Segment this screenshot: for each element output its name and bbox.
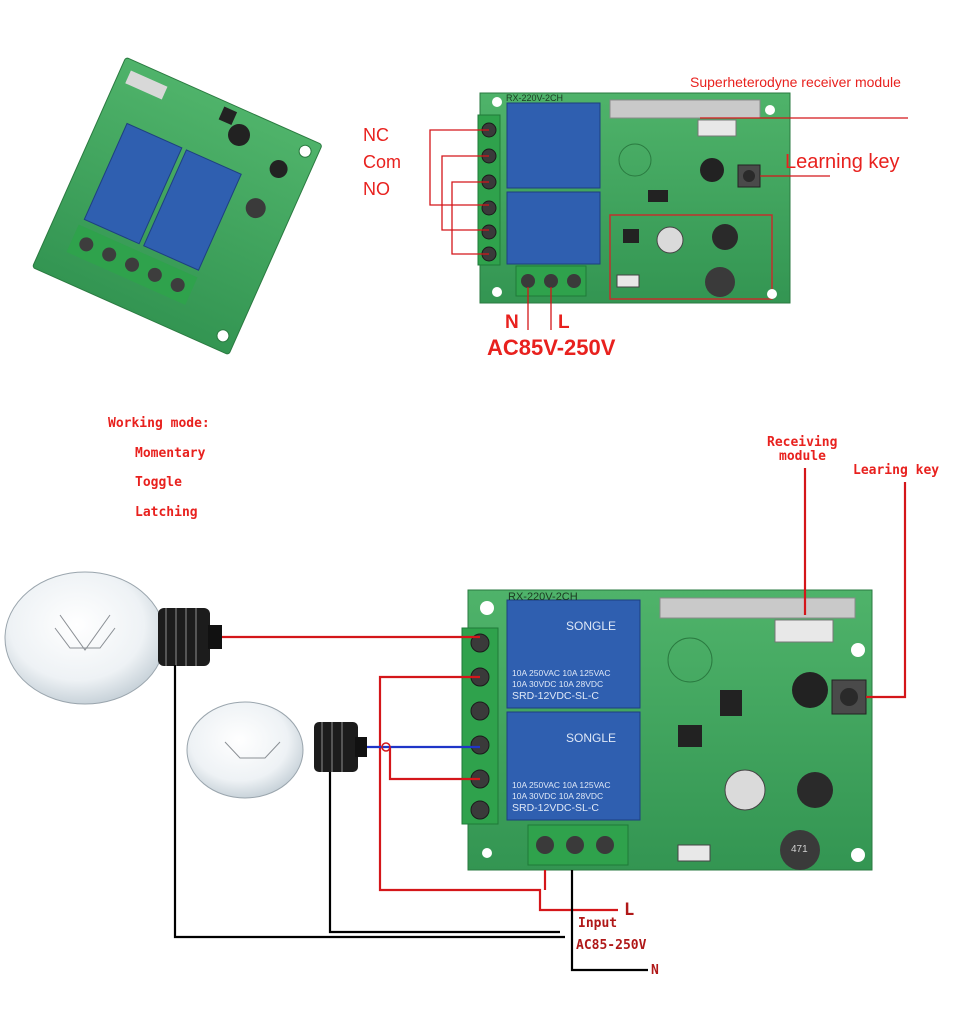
receiving-module-label-line2: module <box>779 449 826 464</box>
inductor <box>780 830 820 870</box>
inductor <box>705 267 735 297</box>
bottom-board <box>461 589 873 871</box>
bulb-small <box>186 701 367 799</box>
bottom-l-label: L <box>624 900 635 920</box>
input-label: Input <box>578 916 618 931</box>
top-learning-key-label: Learning key <box>785 151 900 173</box>
top-ac-voltage-label: AC85V-250V <box>487 335 616 360</box>
bottom-ac-voltage-label: AC85-250V <box>576 938 647 953</box>
top-relay-2 <box>506 191 601 265</box>
com-label: Com <box>363 152 402 172</box>
top-wiring-lines <box>429 117 908 330</box>
bulb-large <box>4 571 222 705</box>
relay1-rating-1: 10A 250VAC 10A 125VAC <box>512 668 611 678</box>
mode-toggle: Toggle <box>135 475 182 490</box>
bottom-receiver-module <box>659 597 856 619</box>
top-board <box>477 92 791 304</box>
relay-block <box>143 149 242 271</box>
bottom-relay-1 <box>506 599 641 709</box>
bottom-n-label: N <box>651 963 659 978</box>
bulb-small-socket <box>314 722 358 772</box>
top-l-label: L <box>558 312 570 333</box>
relay-block <box>83 122 183 245</box>
mode-momentary: Momentary <box>135 446 206 461</box>
top-n-label: N <box>505 312 519 333</box>
relay2-rating-2: 10A 30VDC 10A 28VDC <box>512 791 604 801</box>
relay1-model: SRD-12VDC-SL-C <box>512 690 599 702</box>
mode-latching: Latching <box>135 505 198 520</box>
top-relay-1 <box>506 102 601 189</box>
power-section-highlight <box>609 214 773 300</box>
bottom-relay-2 <box>506 711 641 821</box>
top-receiver-module <box>609 99 761 119</box>
top-board-model-text: RX-220V-2CH <box>506 93 564 103</box>
relay2-rating-1: 10A 250VAC 10A 125VAC <box>512 780 611 790</box>
nc-label: NC <box>363 125 389 145</box>
working-mode-title: Working mode: <box>108 416 210 431</box>
board-photo-perspective <box>32 57 322 355</box>
receiving-module-label-line1: Receiving <box>767 435 838 450</box>
bottom-output-terminals <box>461 627 499 825</box>
superhet-module-label: Superheterodyne receiver module <box>690 74 901 90</box>
no-label: NO <box>363 179 390 199</box>
relay2-model: SRD-12VDC-SL-C <box>512 802 599 814</box>
relay1-rating-2: 10A 30VDC 10A 28VDC <box>512 679 604 689</box>
relay1-brand: SONGLE <box>566 619 617 633</box>
inductor-label: 471 <box>791 844 808 855</box>
bottom-learning-key-label: Learing key <box>853 463 940 478</box>
bottom-board-model-text: RX-220V-2CH <box>508 591 578 603</box>
capacitor <box>228 123 251 146</box>
relay2-brand: SONGLE <box>566 731 617 745</box>
bottom-wiring-lines <box>173 468 907 972</box>
